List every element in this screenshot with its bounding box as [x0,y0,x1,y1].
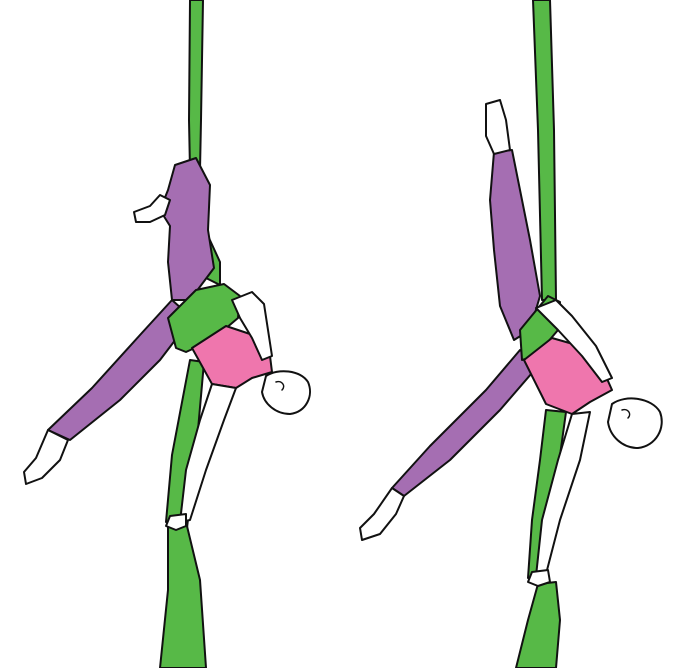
ear-right [621,408,631,419]
leg-front-left [159,157,215,301]
ear-left [275,380,285,391]
foot-front-right [485,99,511,155]
leg-back-right [391,349,539,497]
silk-tail-left [159,521,207,668]
arm-upper-right [535,299,613,383]
foot-back-left [23,429,69,485]
hand-right [527,569,551,587]
foot-front-left [133,194,171,223]
head-left [261,370,311,415]
silk-tail-right [515,581,561,668]
figure-left [23,0,311,668]
foot-back-right [359,487,405,541]
silk-hip-band-left [167,283,241,353]
silk-strand-top-left [188,0,204,171]
arm-upper-left [231,291,273,361]
hand-left [165,513,187,531]
head-right [607,397,663,449]
figure-right [359,0,663,668]
silk-strand-top-right [532,0,557,301]
leg-front-right [489,149,541,341]
arm-lower-left [179,383,237,523]
